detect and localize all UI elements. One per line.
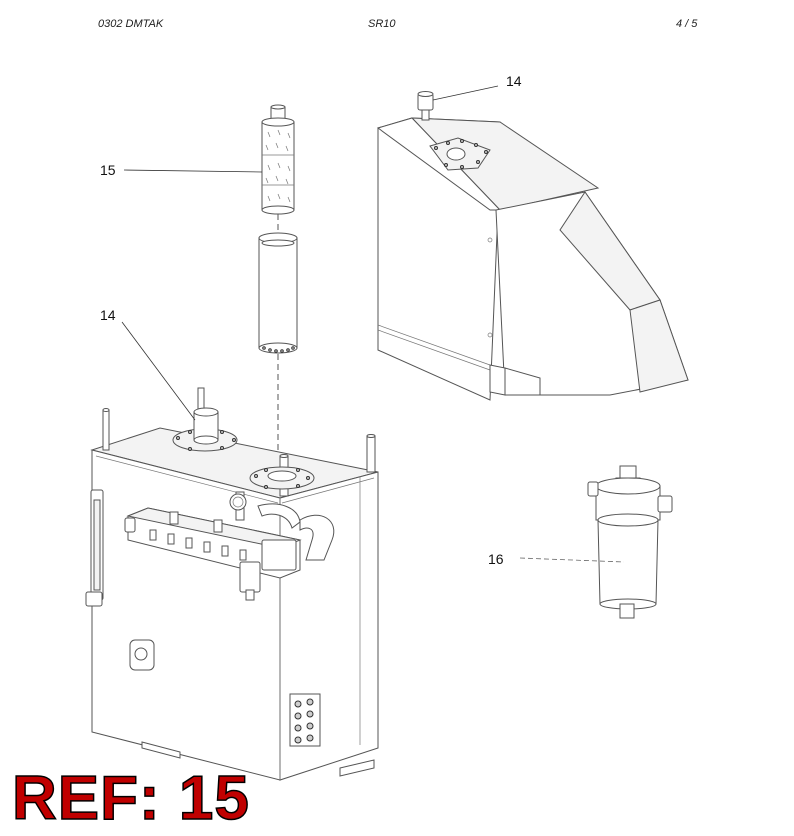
callout-filter-element: 15 bbox=[100, 162, 116, 178]
header-page-number: 4 / 5 bbox=[676, 18, 698, 30]
valve-manifold[interactable] bbox=[124, 491, 335, 601]
terminal-block[interactable] bbox=[289, 693, 321, 747]
leader-tank-breather bbox=[121, 321, 196, 421]
filter-housing[interactable] bbox=[258, 232, 298, 354]
tank-mounting-feet bbox=[141, 741, 375, 777]
level-gauge[interactable] bbox=[85, 489, 104, 607]
filter-element[interactable] bbox=[261, 104, 295, 215]
leader-inline-filter bbox=[519, 557, 625, 563]
ref-label: REF: 15 bbox=[11, 764, 250, 833]
hood-cover[interactable] bbox=[376, 117, 689, 401]
header-doc-code: 0302 DMTAK bbox=[98, 18, 164, 30]
hydraulic-tank[interactable] bbox=[90, 427, 379, 781]
hood-inspection-plate[interactable] bbox=[429, 137, 491, 171]
inline-filter[interactable] bbox=[587, 465, 673, 619]
tank-filter-flange[interactable] bbox=[249, 466, 315, 490]
tank-breather-flange[interactable] bbox=[172, 407, 238, 452]
leader-top-cap bbox=[432, 85, 499, 101]
suction-port[interactable] bbox=[129, 639, 155, 671]
callout-inline-filter: 16 bbox=[488, 551, 504, 567]
filter-mesh-pattern bbox=[265, 129, 291, 203]
callout-tank-breather: 14 bbox=[100, 307, 116, 323]
hood-breather-cap[interactable] bbox=[417, 91, 434, 121]
callout-top-cap: 14 bbox=[506, 73, 522, 89]
leader-filter-element bbox=[123, 169, 263, 173]
header-model: SR10 bbox=[368, 18, 396, 30]
